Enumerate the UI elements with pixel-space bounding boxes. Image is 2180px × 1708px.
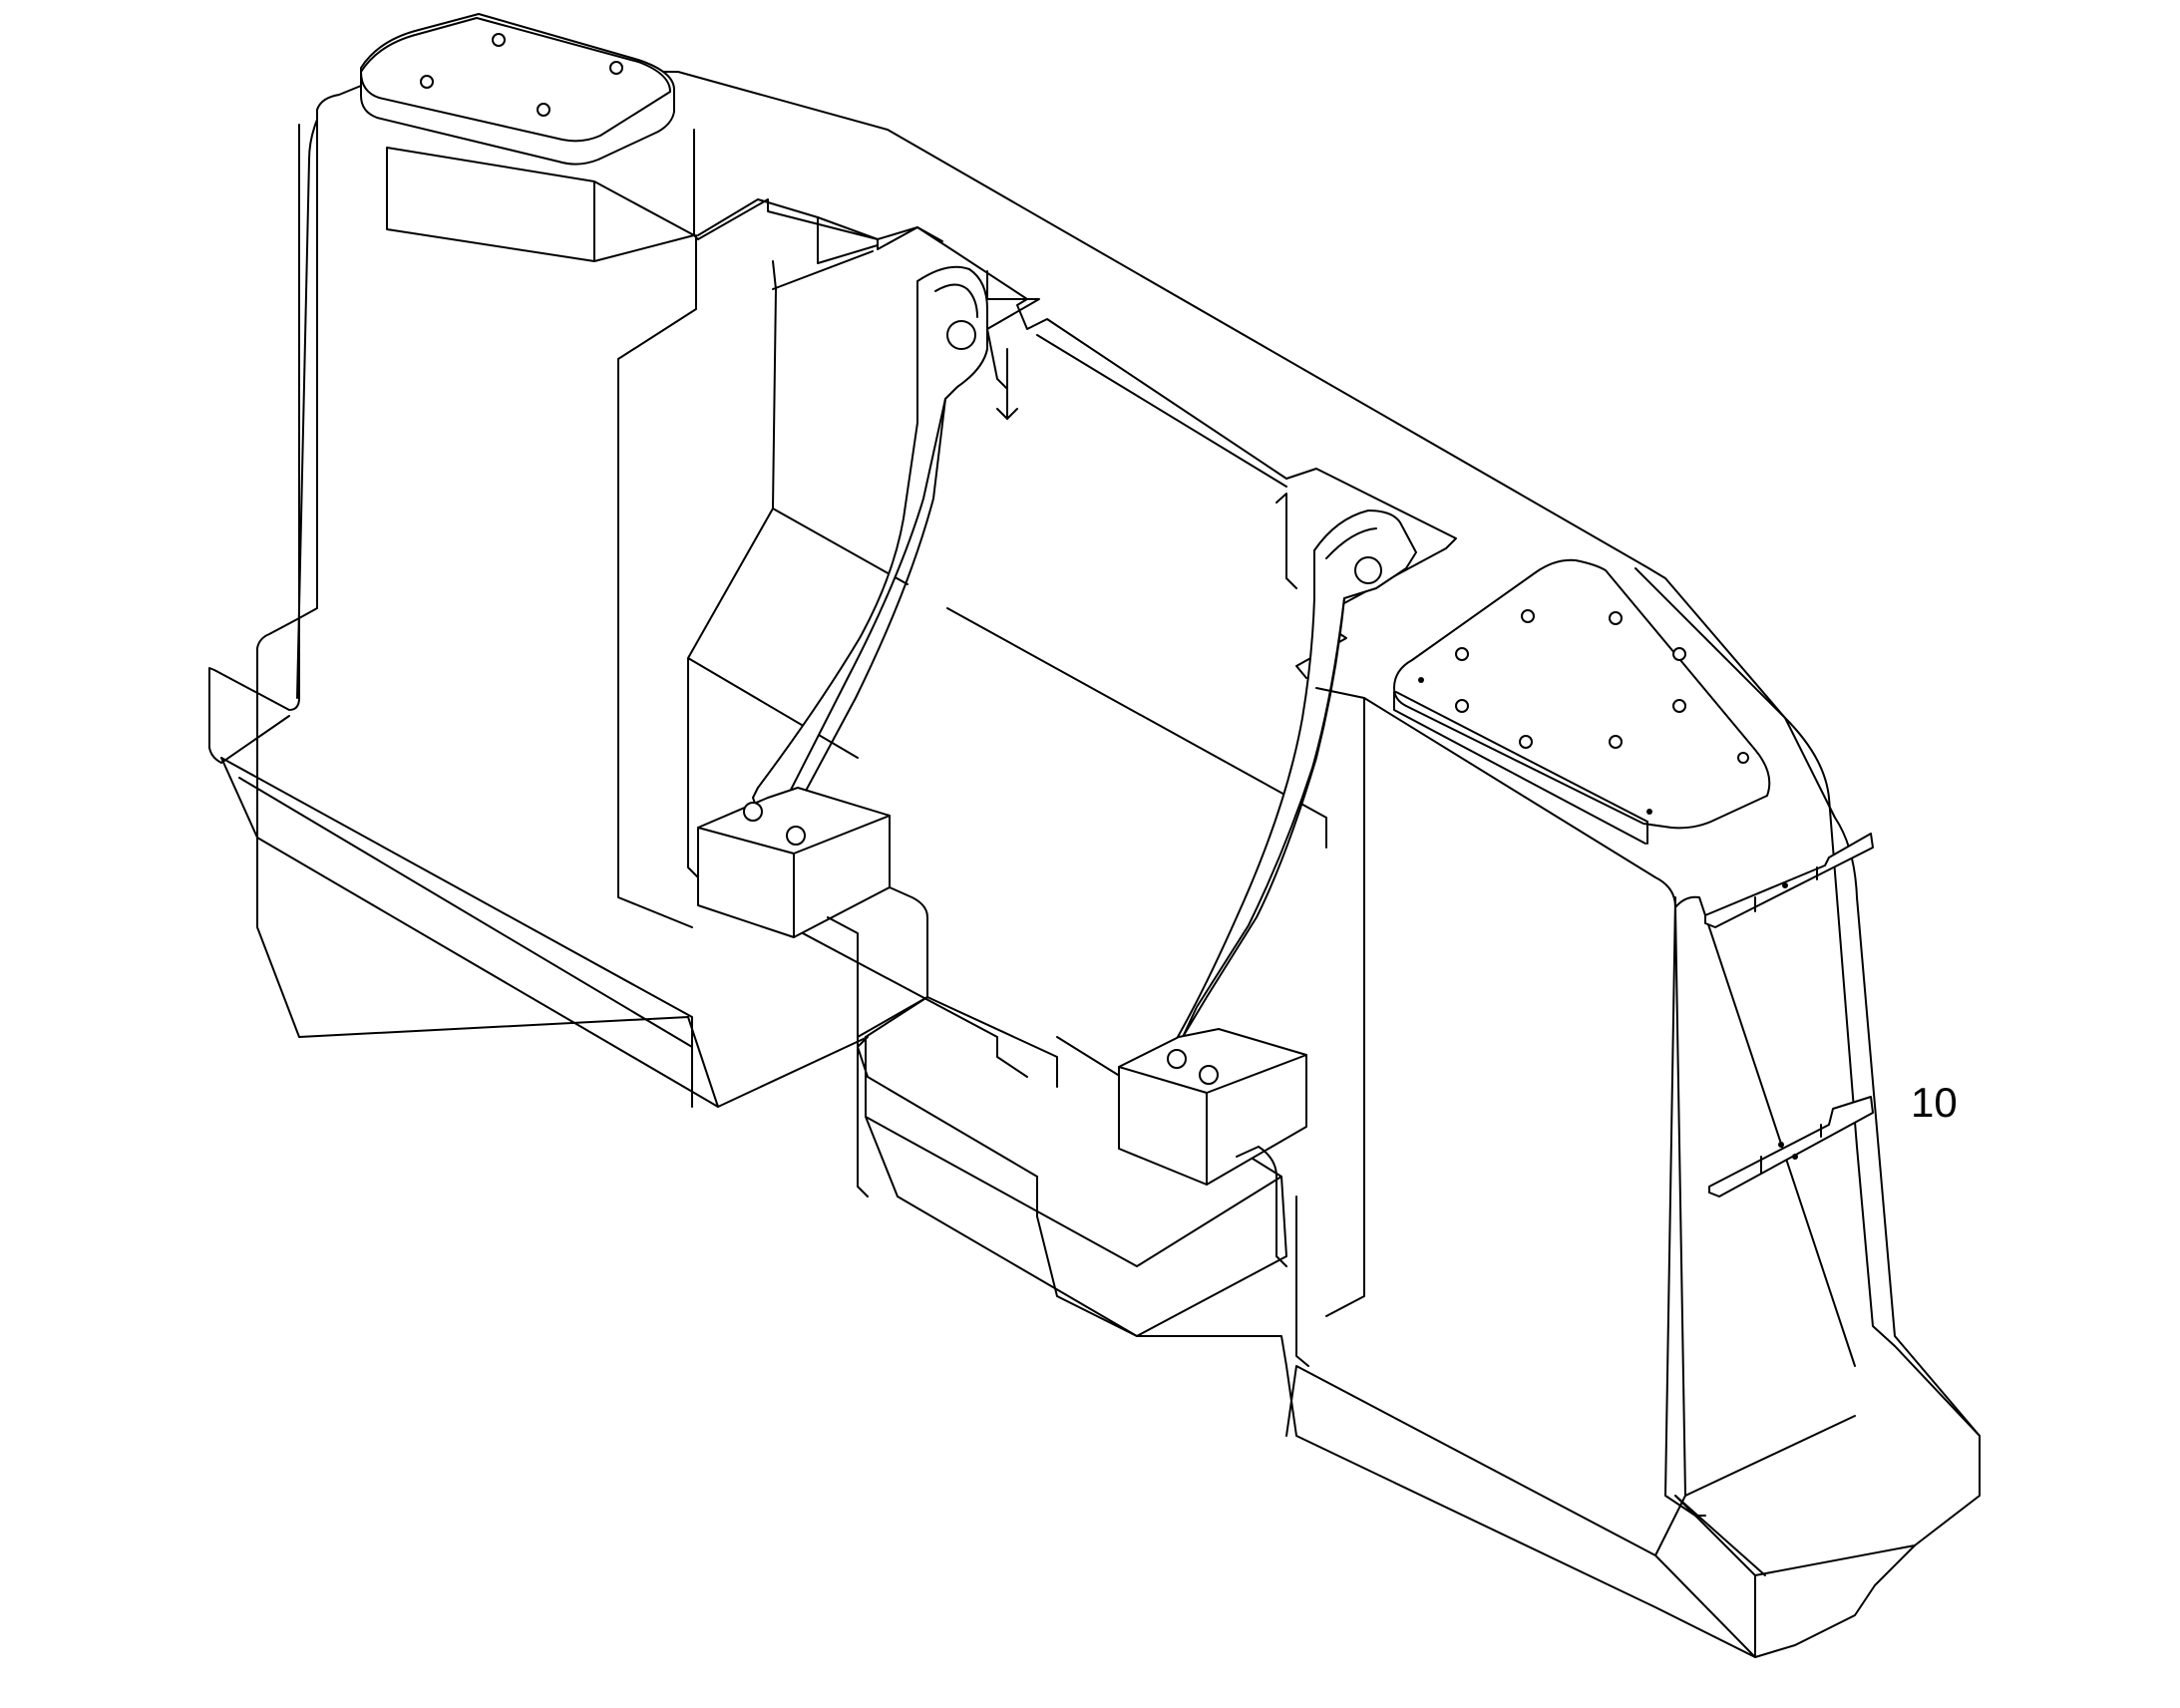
right-side-edge xyxy=(1635,567,1981,1437)
right-mount-pad xyxy=(1393,558,1771,830)
lower-bracket xyxy=(1708,1096,1874,1197)
bolt-hole xyxy=(1609,735,1623,749)
rear-top-rail-inner xyxy=(817,216,1287,488)
right-mount-pad-top xyxy=(1393,691,1648,845)
right-foot-step xyxy=(1295,1196,1309,1367)
right-foot-block xyxy=(1118,1028,1307,1186)
bolt-hole xyxy=(1455,647,1469,661)
right-foot-block-top xyxy=(1118,1054,1307,1186)
left-mount-pad-top xyxy=(360,17,671,143)
left-lower-face xyxy=(220,757,719,1108)
middle-block xyxy=(865,1036,1287,1337)
bolt-hole xyxy=(609,61,623,75)
bracket-hole xyxy=(1792,1154,1798,1160)
left-base-line xyxy=(238,777,693,1048)
middle-block-inner xyxy=(865,996,1058,1088)
right-base-lower xyxy=(1674,1495,1916,1656)
bolt-hole xyxy=(1609,611,1623,625)
mark-dot xyxy=(1418,677,1424,683)
left-column xyxy=(386,129,695,262)
top-contour xyxy=(256,69,1981,1658)
right-foot-ramp xyxy=(1236,1146,1287,1267)
left-foot-hole xyxy=(743,802,763,822)
right-arm-inner xyxy=(1182,527,1377,1038)
bolt-hole xyxy=(1519,735,1533,749)
bolt-hole xyxy=(537,103,550,117)
right-side-edge-inner xyxy=(1674,895,1856,1367)
bolt-hole xyxy=(1737,752,1749,764)
left-column-drop xyxy=(617,234,697,928)
callout-label: 10 xyxy=(1911,1079,1958,1126)
upper-bracket xyxy=(1704,833,1874,928)
bolt-hole xyxy=(1672,647,1686,661)
left-mount-pad xyxy=(360,13,675,166)
rear-panel-right xyxy=(946,348,1327,849)
right-arm-pivot-hole xyxy=(1354,556,1382,584)
left-arm-inner xyxy=(779,283,978,829)
bolt-hole xyxy=(492,33,506,47)
left-channel xyxy=(693,198,943,250)
bolt-hole xyxy=(1455,699,1469,713)
left-foot-block-top xyxy=(697,815,891,938)
right-foot-hole xyxy=(1167,1049,1187,1069)
left-arm-pivot-hole xyxy=(946,320,976,350)
bolt-hole xyxy=(420,75,434,89)
left-block-top xyxy=(208,124,300,764)
mark-dot xyxy=(1646,809,1652,815)
bracket-hole xyxy=(1778,1142,1784,1148)
left-foot-hole xyxy=(786,826,806,846)
bracket-hole xyxy=(1782,882,1788,888)
left-arm-bracket xyxy=(986,270,1040,420)
left-lifting-arm xyxy=(752,265,988,835)
right-lifting-arm xyxy=(1164,510,1417,1088)
bolt-hole xyxy=(1672,699,1686,713)
bolt-hole xyxy=(1521,609,1535,623)
left-plinth xyxy=(220,757,693,1108)
right-foot-hole xyxy=(1199,1065,1219,1085)
rear-panel xyxy=(687,250,1028,1078)
right-column-base xyxy=(1285,1365,1856,1658)
left-foot-ramp xyxy=(827,886,928,1197)
left-inner-edge xyxy=(296,109,318,699)
